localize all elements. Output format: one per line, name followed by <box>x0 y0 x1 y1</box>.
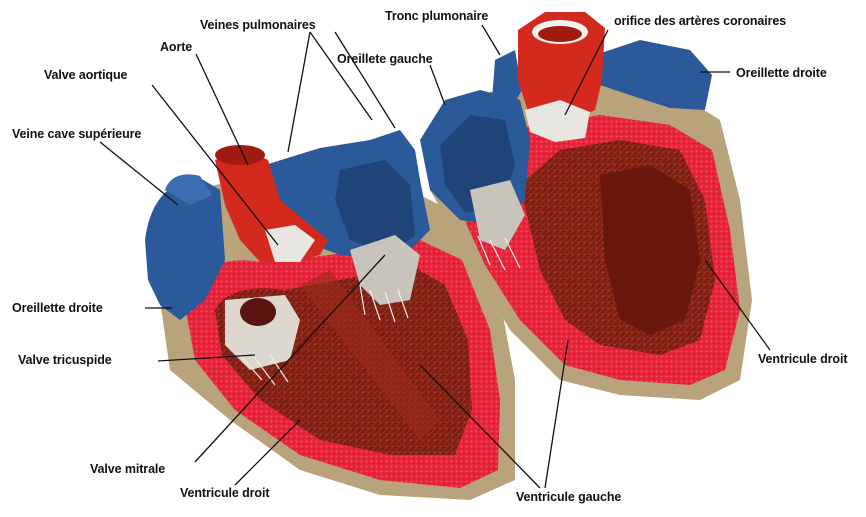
label-oreillette-gauche: Oreillete gauche <box>337 52 433 66</box>
label-valve-aortique: Valve aortique <box>44 68 127 82</box>
label-valve-tricuspide: Valve tricuspide <box>18 353 112 367</box>
label-oreillette-droite-right: Oreillette droite <box>736 66 827 80</box>
label-orifice-arteres-coronaires: orifice des artères coronaires <box>614 14 786 28</box>
label-oreillette-droite-left: Oreillette droite <box>12 301 103 315</box>
label-ventricule-gauche: Ventricule gauche <box>516 490 621 504</box>
label-aorte: Aorte <box>160 40 192 54</box>
label-ventricule-droit-right: Ventricule droit <box>758 352 847 366</box>
label-ventricule-droit-bottom: Ventricule droit <box>180 486 269 500</box>
label-valve-mitrale: Valve mitrale <box>90 462 165 476</box>
label-veine-cave-superieure: Veine cave supérieure <box>12 127 141 141</box>
label-tronc-pulmonaire: Tronc plumonaire <box>385 9 488 23</box>
label-veines-pulmonaires: Veines pulmonaires <box>200 18 316 32</box>
